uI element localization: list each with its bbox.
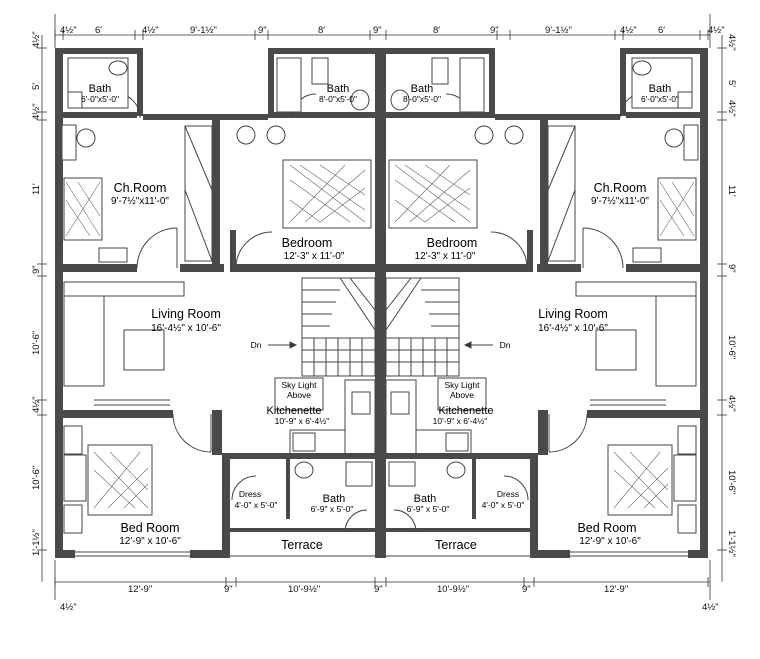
walls bbox=[55, 48, 708, 558]
skylight-left-above: Above bbox=[287, 390, 311, 400]
fixtures bbox=[61, 57, 699, 534]
dim-left-0: 4½" bbox=[31, 31, 42, 48]
dress-right-name: Dress bbox=[497, 489, 519, 499]
dim-right-8: 1'-1½" bbox=[726, 530, 737, 557]
dim-top-0: 4½" bbox=[60, 25, 77, 36]
dim-bottom-corner-left: 4½" bbox=[60, 602, 77, 613]
ch-room-right-size: 9'-7½"x11'-0" bbox=[591, 196, 649, 207]
dress-right-size: 4'-0" x 5'-0" bbox=[482, 500, 525, 510]
dim-left-5: 10'-6" bbox=[31, 331, 42, 355]
bed-room-left-name: Bed Room bbox=[120, 521, 179, 535]
dim-right-6: 4½" bbox=[726, 395, 737, 412]
dim-top-1: 6' bbox=[95, 25, 102, 36]
ch-room-left-name: Ch.Room bbox=[114, 181, 167, 195]
dim-bottom-1: 9" bbox=[224, 584, 233, 595]
bed-room-left-size: 12'-9" x 10'-6" bbox=[119, 536, 181, 547]
bath-tr-size: 6'-0"x5'-0" bbox=[641, 94, 679, 104]
dimension-labels: 4½" 6' 4½" 9'-1½" 9" 8' 9" 8' 9" 9'-1½" … bbox=[31, 25, 737, 613]
dim-left-1: 5' bbox=[31, 83, 42, 90]
dim-right-2: 4½" bbox=[726, 100, 737, 117]
dim-top-8: 9" bbox=[490, 25, 499, 36]
dim-left-2: 4½" bbox=[31, 103, 42, 120]
dim-right-4: 9" bbox=[726, 264, 737, 273]
dim-left-8: 1'-1½" bbox=[31, 529, 42, 556]
bedroom-left-name: Bedroom bbox=[282, 236, 333, 250]
dim-top-2: 4½" bbox=[142, 25, 159, 36]
skylight-left: Sky Light bbox=[282, 380, 318, 390]
ch-room-right-name: Ch.Room bbox=[594, 181, 647, 195]
dim-bottom-3: 9" bbox=[374, 584, 383, 595]
dim-top-4: 9" bbox=[258, 25, 267, 36]
bath-tc-size: 8'-0"x5'-0" bbox=[319, 94, 357, 104]
dim-right-7: 10'-6" bbox=[726, 470, 737, 494]
dim-right-5: 10'-6" bbox=[726, 335, 737, 359]
bath-tl-size: 6'-0"x5'-0" bbox=[81, 94, 119, 104]
bedroom-left-size: 12'-3" x 11'-0" bbox=[284, 251, 345, 262]
bed-room-right-size: 12'-9" x 10'-6" bbox=[579, 536, 641, 547]
bedroom-right-size: 12'-3" x 11'-0" bbox=[415, 251, 476, 262]
bath-tcr-size: 8'-0"x5'-0" bbox=[403, 94, 441, 104]
bedroom-right-name: Bedroom bbox=[427, 236, 478, 250]
dress-left-name: Dress bbox=[239, 489, 261, 499]
dim-bottom-corner-right: 4½" bbox=[702, 602, 719, 613]
stair-down-right: Dn bbox=[500, 340, 511, 350]
bath-tl-name: Bath bbox=[89, 83, 112, 95]
dim-right-3: 11' bbox=[726, 185, 737, 197]
living-right-name: Living Room bbox=[538, 307, 607, 321]
dim-top-6: 9" bbox=[373, 25, 382, 36]
dim-top-12: 4½" bbox=[708, 25, 725, 36]
dim-right-0: 4½" bbox=[726, 34, 737, 51]
bath-bl-name: Bath bbox=[323, 493, 346, 505]
dim-bottom-5: 9" bbox=[522, 584, 531, 595]
bath-tcr-name: Bath bbox=[411, 83, 434, 95]
stair-down-left: Dn bbox=[251, 340, 262, 350]
bath-br-name: Bath bbox=[414, 493, 437, 505]
bed-hatching bbox=[65, 164, 695, 509]
dim-bottom-0: 12'-9" bbox=[128, 584, 152, 595]
dim-bottom-2: 10'-9½" bbox=[288, 584, 320, 595]
dim-left-4: 9" bbox=[31, 265, 42, 274]
living-right-size: 16'-4½" x 10'-6" bbox=[538, 323, 608, 334]
ch-room-left-size: 9'-7½"x11'-0" bbox=[111, 196, 169, 207]
dim-left-3: 11' bbox=[31, 183, 42, 195]
dim-top-7: 8' bbox=[433, 25, 440, 36]
dim-top-5: 8' bbox=[318, 25, 325, 36]
room-labels: Bath 6'-0"x5'-0" Bath 8'-0"x5'-0" Bath 8… bbox=[81, 83, 679, 552]
dim-top-3: 9'-1½" bbox=[190, 25, 217, 36]
dim-bottom-6: 12'-9" bbox=[604, 584, 628, 595]
kitchenette-right-name: Kitchenette bbox=[438, 405, 493, 417]
terrace-left: Terrace bbox=[281, 538, 323, 552]
kitchenette-right-size: 10'-9" x 6'-4½" bbox=[433, 416, 488, 426]
terrace-right: Terrace bbox=[435, 538, 477, 552]
dim-top-10: 4½" bbox=[620, 25, 637, 36]
kitchenette-left-name: Kitchenette bbox=[266, 405, 321, 417]
dim-bottom-4: 10'-9½" bbox=[437, 584, 469, 595]
bath-bl-size: 6'-9" x 5'-0" bbox=[311, 504, 354, 514]
bath-tr-name: Bath bbox=[649, 83, 672, 95]
living-left-name: Living Room bbox=[151, 307, 220, 321]
dim-left-6: 4½" bbox=[31, 396, 42, 413]
dim-top-11: 6' bbox=[658, 25, 665, 36]
dress-left-size: 4'-0" x 5'-0" bbox=[235, 500, 278, 510]
dim-top-9: 9'-1½" bbox=[545, 25, 572, 36]
kitchenette-left-size: 10'-9" x 6'-4½" bbox=[275, 416, 330, 426]
bath-br-size: 6'-9" x 5'-0" bbox=[407, 504, 450, 514]
living-left-size: 16'-4½" x 10'-6" bbox=[151, 323, 221, 334]
dim-left-7: 10'-6" bbox=[31, 466, 42, 490]
bed-room-right-name: Bed Room bbox=[577, 521, 636, 535]
skylight-right-above: Above bbox=[450, 390, 474, 400]
bath-tc-name: Bath bbox=[327, 83, 350, 95]
dim-right-1: 5' bbox=[726, 80, 737, 87]
dimension-lines bbox=[37, 14, 727, 600]
skylight-right: Sky Light bbox=[445, 380, 481, 390]
